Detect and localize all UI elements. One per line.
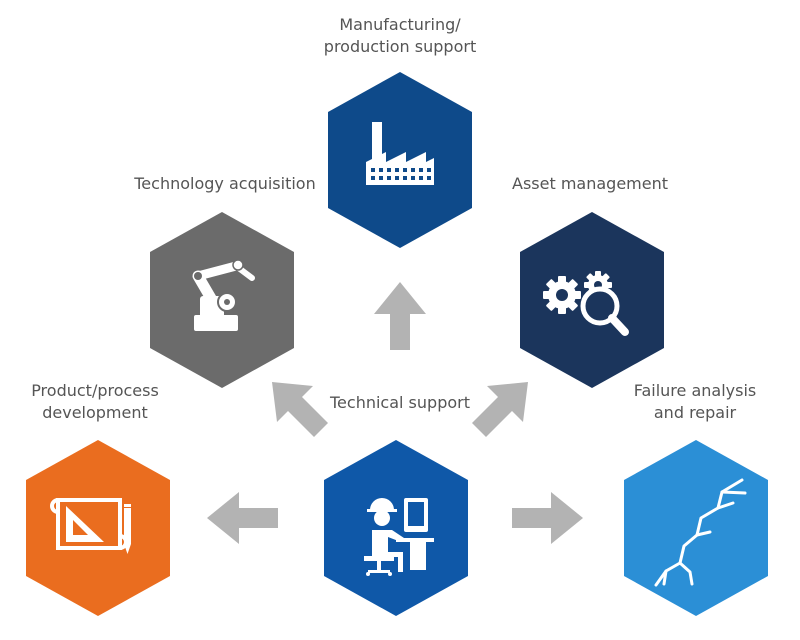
- arrow-left: [207, 492, 278, 544]
- arrow-up: [374, 282, 426, 350]
- label-line: Manufacturing/: [339, 15, 461, 34]
- arrow-up-right: [472, 382, 528, 437]
- label-line: Asset management: [512, 174, 668, 193]
- label-failure-analysis: Failure analysis and repair: [615, 380, 775, 424]
- hexagon-failure: [624, 440, 768, 616]
- label-technical-support: Technical support: [310, 392, 490, 414]
- arrow-up-left: [272, 382, 328, 437]
- arrows: [207, 282, 583, 544]
- blueprint-tools-icon: [50, 498, 131, 554]
- label-line: production support: [323, 37, 477, 56]
- label-technology-acquisition: Technology acquisition: [120, 173, 330, 195]
- label-line: and repair: [653, 403, 737, 422]
- robot-arm-icon: [192, 259, 255, 331]
- arrow-right: [512, 492, 583, 544]
- gears-magnifier-icon: [543, 271, 629, 336]
- crack-icon: [654, 478, 747, 587]
- label-manufacturing-support: Manufacturing/ production support: [300, 14, 500, 58]
- hexagon-technical: [324, 440, 468, 616]
- label-line: Failure analysis: [633, 381, 757, 400]
- label-product-process-development: Product/process development: [10, 380, 180, 424]
- factory-icon: [366, 122, 434, 185]
- engineer-workstation-icon: [364, 498, 434, 576]
- label-line: Product/process: [31, 381, 159, 400]
- hexagon-product: [26, 440, 170, 616]
- label-asset-management: Asset management: [500, 173, 680, 195]
- label-line: Technology acquisition: [134, 174, 316, 193]
- label-line: Technical support: [330, 393, 470, 412]
- label-line: development: [42, 403, 148, 422]
